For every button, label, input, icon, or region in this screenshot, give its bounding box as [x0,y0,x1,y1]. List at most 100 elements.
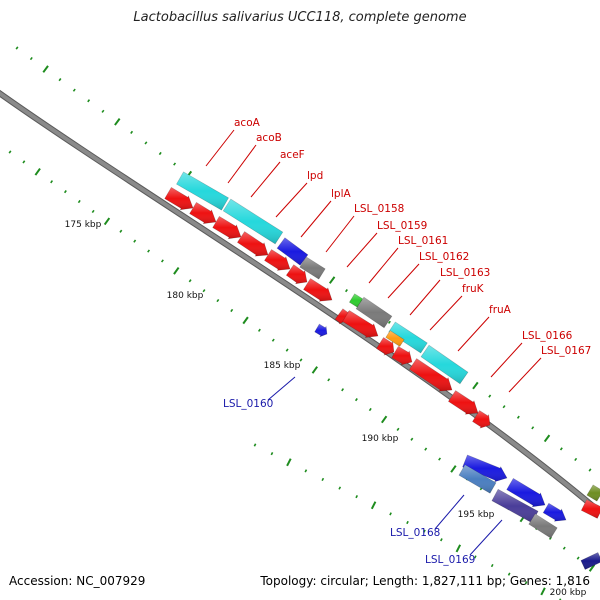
scale-tick [77,199,81,204]
scale-tick [87,99,91,103]
scale-ticks [8,46,596,600]
gene-label-LSL_0168[interactable]: LSL_0168 [390,527,440,539]
scale-tick [91,209,95,214]
scale-tick [311,366,318,374]
gene-red-13-shade [448,390,478,415]
gene-red-12-shade [409,358,452,392]
genome-backbone [0,89,600,515]
scale-tick [387,320,391,324]
leader-line [508,357,542,393]
scale-tick [490,563,494,568]
scale-tick [173,267,180,275]
gene-label-LSL_0159[interactable]: LSL_0159 [377,220,427,232]
gene-label-LSL_0158[interactable]: LSL_0158 [354,203,404,215]
map-title: Lactobacillus salivarius UCC118, complet… [133,10,467,25]
gene-label-LSL_0161[interactable]: LSL_0161 [398,235,448,247]
scale-tick [34,167,41,176]
gene-label-aceF[interactable]: aceF [280,149,305,161]
scale-tick [270,452,274,456]
gene-red-4-shade [237,231,268,257]
scale-tick [559,447,563,451]
gene-red-10-shade [376,337,394,356]
scale-tick [257,328,261,332]
scale-tick [8,150,12,154]
gene-LSL_0159-shade [356,297,392,328]
gene-LSL_0160-shade [314,324,327,337]
scale-tick [103,217,111,226]
leader-line [346,232,378,268]
scale-tick [438,457,442,461]
scale-tick [540,587,546,596]
kbp-label: 200 kbp [550,588,587,598]
scale-tick [271,338,275,342]
scale-tick [576,556,580,560]
scale-tick [472,381,479,390]
scale-tick [345,289,348,293]
scale-tick [450,465,457,473]
gene-label-LSL_0160[interactable]: LSL_0160 [223,398,273,410]
leader-line [205,129,235,167]
gene-navy-edge-shade [580,552,600,570]
gene-acoA-shade [176,171,229,211]
scale-tick [321,477,325,482]
scale-tick [341,388,345,392]
scale-tick [285,348,289,352]
gene-red-6-shade [286,264,307,284]
scale-tick [424,447,428,451]
scale-tick [253,443,257,447]
gene-label-LSL_0162[interactable]: LSL_0162 [419,251,469,263]
leader-line [429,295,463,331]
gene-acoB-shade [223,199,283,244]
leader-line [409,279,441,316]
scale-tick [63,190,67,194]
scale-tick [58,78,62,82]
scale-tick [42,65,49,73]
gene-features [164,171,600,570]
gene-label-LSL_0163[interactable]: LSL_0163 [440,267,490,279]
kbp-label: 195 kbp [458,510,495,520]
leader-line [368,247,399,284]
gene-olive-shade [586,484,600,502]
leader-line [325,215,355,253]
gene-label-fruK[interactable]: fruK [462,283,485,295]
scale-tick [147,249,151,253]
gene-label-LSL_0167[interactable]: LSL_0167 [541,345,591,357]
scale-tick [516,415,520,419]
gene-labels: acoA acoB aceFlpdlplALSL_0158LSL_0159LSL_0… [223,117,591,566]
scale-tick [574,457,578,462]
gene-label-fruA[interactable]: fruA [489,304,512,316]
gene-label-acoA[interactable]: acoA [234,117,261,129]
scale-tick [202,289,206,293]
gene-red-2-shade [189,202,216,224]
gene-red-11-shade [391,346,412,365]
gene-LSL_0168-shade [459,464,496,494]
leader-line [300,200,332,238]
gene-label-LSL_0166[interactable]: LSL_0166 [522,330,573,342]
kbp-label: 185 kbp [264,361,301,371]
scale-tick [559,598,562,600]
scale-tick [410,437,414,441]
scale-tick [389,512,392,516]
gene-blue-3-shade [543,503,566,522]
leader-line [227,144,257,184]
scale-tick [119,229,123,233]
leader-line [469,519,503,556]
gene-blue-2-shade [506,478,545,507]
gene-label-acoB[interactable]: acoB [256,132,282,144]
gene-LSL_0161-shade [385,330,405,347]
scale-tick [158,151,162,156]
scale-tick [338,486,342,490]
leader-line [275,182,308,218]
kbp-label: 175 kbp [65,220,102,230]
gene-label-lpd[interactable]: lpd [307,170,323,182]
gene-red-3-shade [212,216,241,239]
gene-red-7-shade [303,278,332,302]
gene-label-lplA[interactable]: lplA [331,188,351,200]
scale-tick [299,358,303,362]
scale-tick [286,458,292,467]
gene-label-LSL_0169[interactable]: LSL_0169 [425,554,475,566]
scale-tick [488,394,492,398]
gene-fruK-shade [421,345,468,384]
leader-line [490,342,523,378]
